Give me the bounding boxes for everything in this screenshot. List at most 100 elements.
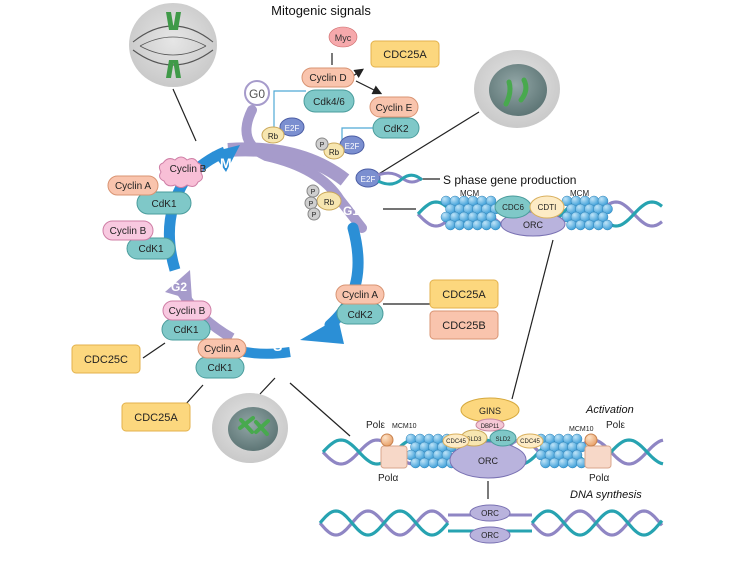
mcm-ring xyxy=(540,457,551,469)
mcm-ring xyxy=(472,219,483,231)
cdc25b-box xyxy=(429,310,499,340)
e2f-node-3 xyxy=(355,168,381,188)
dna-synthesis-title: DNA synthesis xyxy=(570,489,642,501)
mcm-rings xyxy=(405,195,613,469)
cyclin-a-s-label: Cyclin A xyxy=(342,290,378,301)
cdc25a-top-label: CDC25A xyxy=(383,49,427,61)
rb-node-2 xyxy=(323,142,345,160)
mcm-ring xyxy=(463,219,474,231)
cyclin-a-g2-label: Cyclin A xyxy=(204,344,240,355)
rb-node-1 xyxy=(261,126,285,144)
cyclin-e-node xyxy=(369,96,419,118)
cyclin-a-m-node xyxy=(107,175,159,196)
phosphate-label-4: P xyxy=(312,212,317,219)
mcm-ring xyxy=(566,219,577,231)
mcm-left-label: MCM xyxy=(460,189,479,198)
cyclin-b-g2m-label: Cyclin B xyxy=(110,226,147,237)
pol-e-left-label: Polε xyxy=(366,420,385,431)
mcm-ring xyxy=(593,219,604,231)
mitogenic-signals-title: Mitogenic signals xyxy=(271,3,371,18)
sld3-label: SLD3 xyxy=(466,437,482,443)
mcm-ring xyxy=(549,457,560,469)
orc-licensing-label: ORC xyxy=(523,220,544,230)
mcm-ring xyxy=(571,433,583,445)
cyclin-a-g2-node xyxy=(197,338,247,359)
mcm-ring xyxy=(597,195,609,207)
cdc25a-s-box xyxy=(429,279,499,309)
mcm-ring xyxy=(485,195,497,207)
mcm-ring xyxy=(584,219,595,231)
phase-m-label: M xyxy=(220,155,232,171)
cdk2-s-label: CdK2 xyxy=(347,310,372,321)
orc-activation-label: ORC xyxy=(478,456,499,466)
e2f-label-2: E2F xyxy=(345,142,360,151)
cyclin-e-label: Cyclin E xyxy=(376,103,413,114)
cdc45-left-label: CDC45 xyxy=(446,439,466,445)
sld2-label: SLD2 xyxy=(495,437,511,443)
cdc45-right-label: CDC45 xyxy=(520,439,540,445)
cdc25a-g2-box xyxy=(121,402,191,432)
rb-label-3: Rb xyxy=(324,198,335,207)
cdk46-label: Cdk4/6 xyxy=(313,97,345,108)
mcm-ring xyxy=(410,457,421,469)
pol-alpha-right-label: Polα xyxy=(589,473,609,484)
s-phase-gene-label: S phase gene production xyxy=(443,173,576,187)
mcm10-right-label: MCM10 xyxy=(569,426,594,433)
cdc6-label: CDC6 xyxy=(502,203,524,212)
orc-synthesis-bottom-label: ORC xyxy=(481,531,499,540)
rb-label-1: Rb xyxy=(268,132,279,141)
phase-s-label: S xyxy=(273,338,282,354)
orc-activation-node xyxy=(449,441,527,479)
gins-label: GINS xyxy=(479,406,501,416)
mcm-ring xyxy=(437,457,448,469)
dbp11-node xyxy=(475,418,505,432)
sld2-node xyxy=(489,429,517,447)
phase-g1-label: G1 xyxy=(343,204,359,218)
mcm-ring xyxy=(419,457,430,469)
mcm-right-label: MCM xyxy=(570,189,589,198)
complex-links xyxy=(273,90,373,140)
cdc25a-g2-label: CDC25A xyxy=(134,412,178,424)
e2f-label-3: E2F xyxy=(361,175,376,184)
orc-synthesis-top-label: ORC xyxy=(481,509,499,518)
mcm-ring xyxy=(558,457,569,469)
connector-lines xyxy=(142,53,554,499)
g0-circle xyxy=(244,80,270,106)
mcm-ring xyxy=(485,211,497,223)
pol-e-right-node xyxy=(584,433,598,447)
g0-label: G0 xyxy=(249,87,265,101)
cdk1-g2-label: CdK1 xyxy=(173,325,198,336)
phosphate-node-1 xyxy=(315,137,329,151)
cdk1-m-node xyxy=(136,191,192,215)
cdc25a-top-box xyxy=(370,40,440,68)
cyclin-b-g2-label: Cyclin B xyxy=(169,306,206,317)
mcm-ring xyxy=(428,457,439,469)
cdc25c-box xyxy=(71,344,141,374)
cyclin-d-label: Cyclin D xyxy=(309,73,346,84)
activation-title: Activation xyxy=(585,404,634,416)
cdc25a-s-label: CDC25A xyxy=(442,289,486,301)
cyclin-b-g2m-node xyxy=(102,220,154,241)
cyclin-d-node xyxy=(301,67,355,88)
s-phase-nucleus-cell xyxy=(212,393,288,463)
cdt1-node xyxy=(529,195,565,219)
orc-synthesis-bottom-node xyxy=(469,526,511,544)
mcm-ring xyxy=(490,219,501,231)
orc-synthesis-top-node xyxy=(469,504,511,522)
mcm-ring xyxy=(571,449,583,461)
pol-alpha-left-label: Polα xyxy=(378,473,398,484)
cyclin-b-degraded-label: Cyclin B xyxy=(170,164,207,175)
mcm-ring xyxy=(567,457,578,469)
cdt1-label: CDTI xyxy=(538,203,557,212)
mcm-ring xyxy=(597,211,609,223)
myc-label: Myc xyxy=(335,33,352,43)
pol-e-left-node xyxy=(380,433,394,447)
e2f-node-1 xyxy=(279,117,305,137)
cdk1-g2m-label: CdK1 xyxy=(138,244,163,255)
e2f-label-1: E2F xyxy=(285,124,300,133)
cdc45-right-node xyxy=(516,433,544,449)
mcm-ring xyxy=(481,219,492,231)
phosphate-label-1: P xyxy=(320,142,325,149)
synthesis-dna-right-strand-2 xyxy=(530,509,664,537)
